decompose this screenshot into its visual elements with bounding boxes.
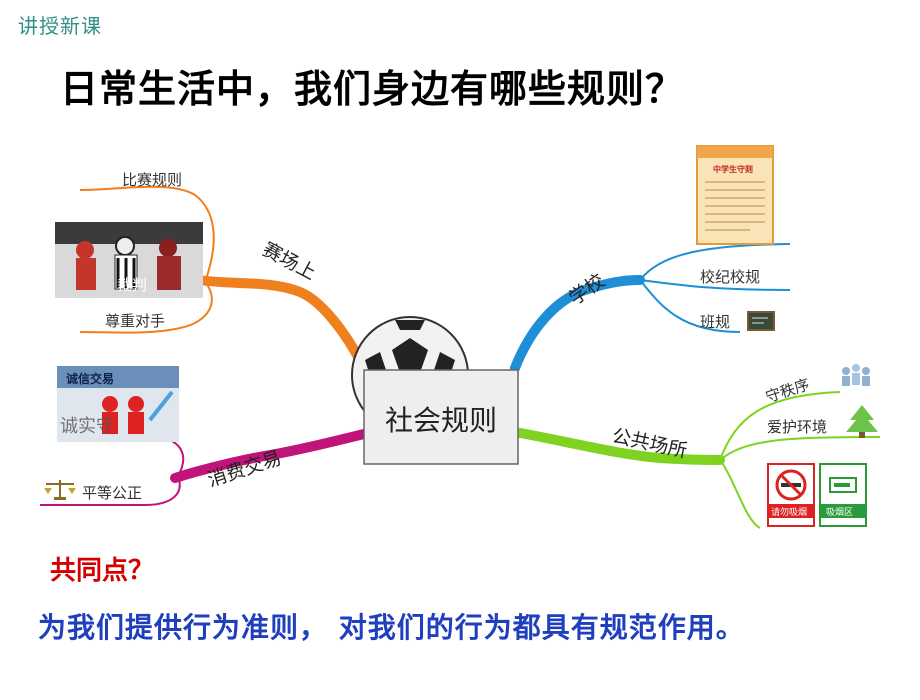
scale-icon: [44, 480, 76, 500]
branch-label-school: 学校: [565, 270, 609, 310]
answer-text: 为我们提供行为准则， 对我们的行为都具有规范作用。: [38, 611, 745, 644]
center-node-label: 社会规则: [385, 404, 497, 437]
branch-label-stadium: 赛场上: [259, 238, 320, 284]
sub-label-match-rules: 比赛规则: [122, 171, 182, 189]
sub-label-respect-opponent: 尊重对手: [105, 312, 165, 330]
photo-caption-honest-trade: 诚信交易: [66, 371, 114, 386]
sign-text-no-smoking: 请勿吸烟: [771, 506, 807, 518]
branch-trade: 消费交易 平等公正 诚信交易 诚实守: [40, 366, 377, 506]
blackboard-icon: [747, 311, 775, 331]
branch-stadium: 比赛规则 尊重对手 赛场上 裁判: [55, 171, 370, 375]
sub-label-fair: 平等公正: [82, 484, 142, 502]
header-label: 讲授新课: [18, 14, 102, 38]
branch-label-trade: 消费交易: [205, 447, 284, 491]
sub-label-school-rules: 校纪校规: [700, 268, 760, 286]
photo-caption-referee: 裁判: [117, 276, 147, 294]
people-icon: [842, 364, 870, 386]
photo-caption-honesty: 诚实守: [60, 416, 114, 437]
no-smoking-sign: 请勿吸烟: [767, 463, 815, 527]
student-code-document: 中学生守则: [696, 145, 774, 245]
trade-photo: 诚信交易 诚实守: [57, 366, 179, 442]
center-node: 社会规则: [363, 369, 519, 465]
sub-label-class-rules: 班规: [700, 313, 730, 331]
sub-label-order: 守秩序: [763, 375, 811, 406]
sub-label-environment: 爱护环境: [767, 418, 827, 436]
branch-school: 学校 校纪校规 班规 中学生守则: [510, 145, 791, 373]
question-text: 共同点？: [50, 556, 155, 586]
doc-title: 中学生守则: [713, 164, 753, 174]
branch-public: 公共场所 守秩序 爱护环境 请勿吸烟: [510, 364, 881, 529]
hockey-photo: 裁判: [55, 222, 203, 298]
smoking-area-sign: 吸烟区: [819, 463, 867, 527]
tree-icon: [846, 405, 878, 438]
slide-title: 日常生活中，我们身边有哪些规则？: [60, 67, 685, 111]
sign-text-smoking-area: 吸烟区: [826, 506, 853, 518]
